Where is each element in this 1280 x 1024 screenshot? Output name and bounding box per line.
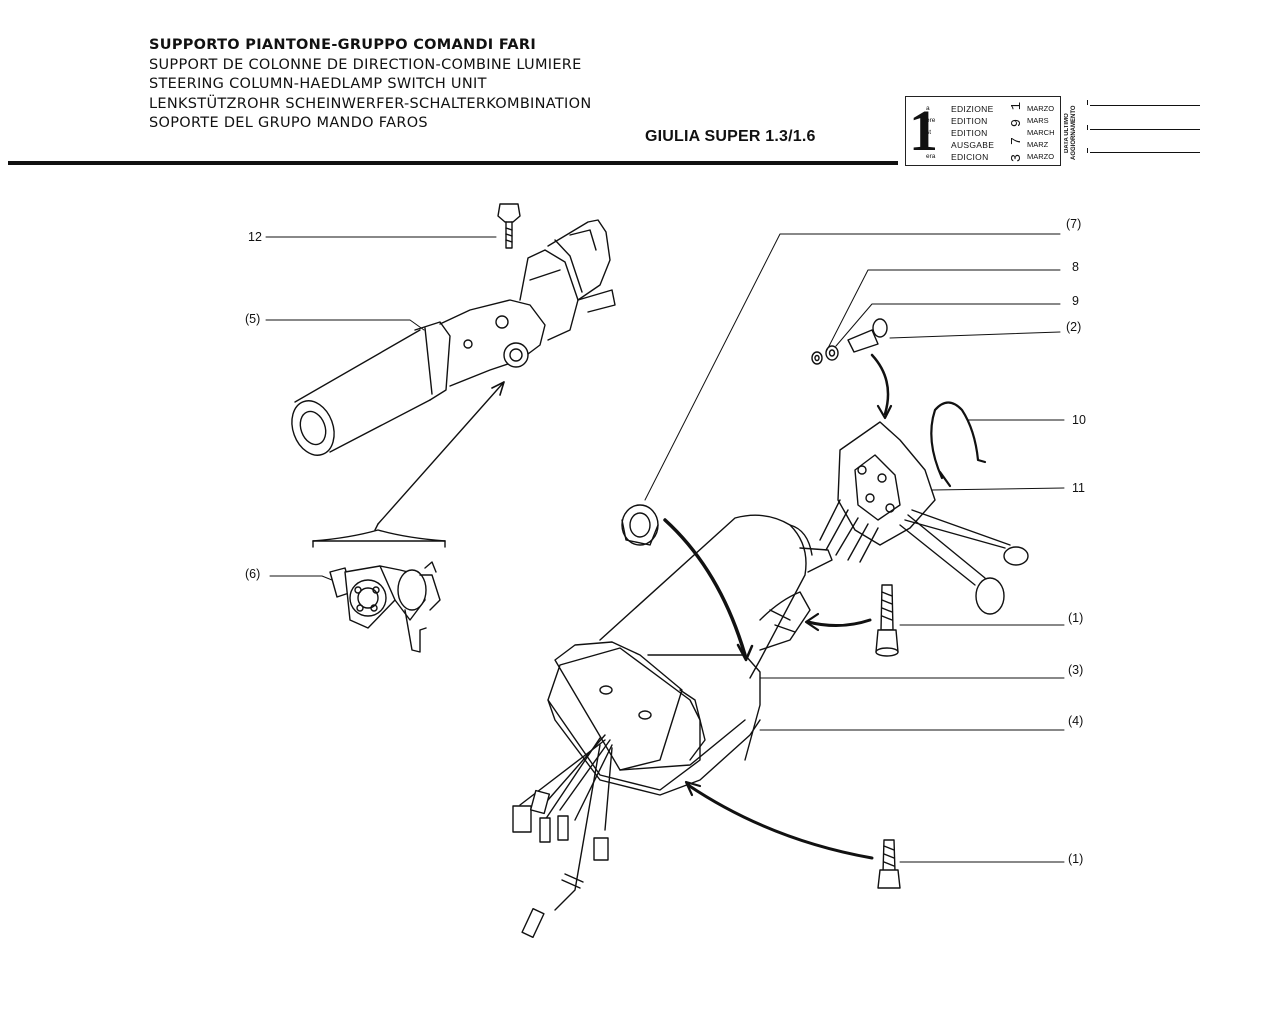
edition-word: EDIZIONE	[951, 104, 994, 114]
part-5-column-support	[291, 219, 616, 456]
title-block: SUPPORTO PIANTONE-GRUPPO COMANDI FARI SU…	[149, 36, 591, 134]
part-10-cable	[930, 401, 987, 488]
callout-3: (3)	[1068, 663, 1084, 677]
arrow-screw-upper	[804, 612, 872, 632]
edition-word: EDITION	[951, 116, 988, 126]
callout-1-lower: (1)	[1068, 852, 1084, 866]
callout-8: 8	[1072, 260, 1079, 274]
edition-suffix: era	[926, 153, 936, 160]
leader-lines	[265, 233, 1065, 863]
edition-word: EDICION	[951, 152, 989, 162]
wiring-harness	[512, 734, 613, 939]
arrow-grommet-to-cover	[663, 518, 754, 662]
title-french: SUPPORT DE COLONNE DE DIRECTION-COMBINE …	[149, 56, 582, 73]
callout-10: 10	[1072, 413, 1086, 427]
edition-suffix: .	[926, 141, 928, 148]
callout-4: (4)	[1068, 714, 1084, 728]
edition-month: MARZO	[1027, 152, 1055, 161]
part-1-lower-screw	[877, 839, 901, 889]
update-tick	[1087, 100, 1091, 105]
edition-month: MARS	[1027, 116, 1049, 125]
edition-suffix: ere	[926, 117, 936, 124]
part-7-grommet	[621, 504, 659, 546]
part-11-switch-unit	[819, 421, 1029, 615]
edition-suffix: st	[926, 129, 932, 136]
callout-6: (6)	[245, 567, 261, 581]
edition-suffixes: a ere st . era	[926, 103, 935, 163]
title-english: STEERING COLUMN-HAEDLAMP SWITCH UNIT	[149, 76, 487, 92]
model-name: GIULIA SUPER 1.3/1.6	[645, 128, 816, 145]
part-1-upper-screw	[875, 584, 899, 657]
part-8-washer	[811, 351, 823, 365]
update-line	[1090, 152, 1200, 153]
callout-5: (5)	[245, 312, 261, 326]
title-german: LENKSTÜTZROHR SCHEINWERFER-SCHALTERKOMBI…	[149, 95, 592, 112]
title-italian: SUPPORTO PIANTONE-GRUPPO COMANDI FARI	[149, 37, 537, 53]
part-9-washer	[825, 345, 839, 361]
edition-word: AUSGABE	[951, 140, 995, 150]
callout-7: (7)	[1066, 217, 1082, 231]
part-12-screw	[497, 203, 521, 249]
callout-1-upper: (1)	[1068, 611, 1084, 625]
edition-words: EDIZIONE EDITION EDITION AUSGABE EDICION	[951, 103, 994, 163]
callout-11: 11	[1072, 481, 1085, 495]
update-tick	[1087, 148, 1091, 153]
callout-9: 9	[1072, 294, 1079, 308]
arrow-ignition-to-column	[377, 381, 505, 525]
edition-suffix: a	[926, 105, 930, 112]
update-tick	[1087, 125, 1091, 130]
edition-number: 1	[909, 98, 938, 163]
callout-2: (2)	[1066, 320, 1082, 334]
part-6-ignition-switch	[312, 523, 446, 653]
update-line	[1090, 105, 1200, 106]
edition-box: 1 a ere st . era EDIZIONE EDITION EDITIO…	[905, 96, 1061, 166]
arrow-bolt-to-switch	[870, 353, 893, 420]
callout-12: 12	[248, 230, 262, 244]
part-3-upper-shroud	[599, 514, 833, 761]
edition-month: MARCH	[1027, 128, 1055, 137]
edition-month: MARZO	[1027, 104, 1055, 113]
update-line	[1090, 129, 1200, 130]
title-spanish: SOPORTE DEL GRUPO MANDO FAROS	[149, 115, 428, 131]
edition-word: EDITION	[951, 128, 988, 138]
edition-month: MARZ	[1027, 140, 1049, 149]
edition-months: MARZO MARS MARCH MARZ MARZO	[1027, 103, 1055, 163]
part-4-lower-shroud	[547, 641, 761, 796]
arrow-screw-lower	[684, 780, 874, 860]
header-rule	[8, 161, 898, 165]
part-2-bolt	[847, 318, 888, 353]
